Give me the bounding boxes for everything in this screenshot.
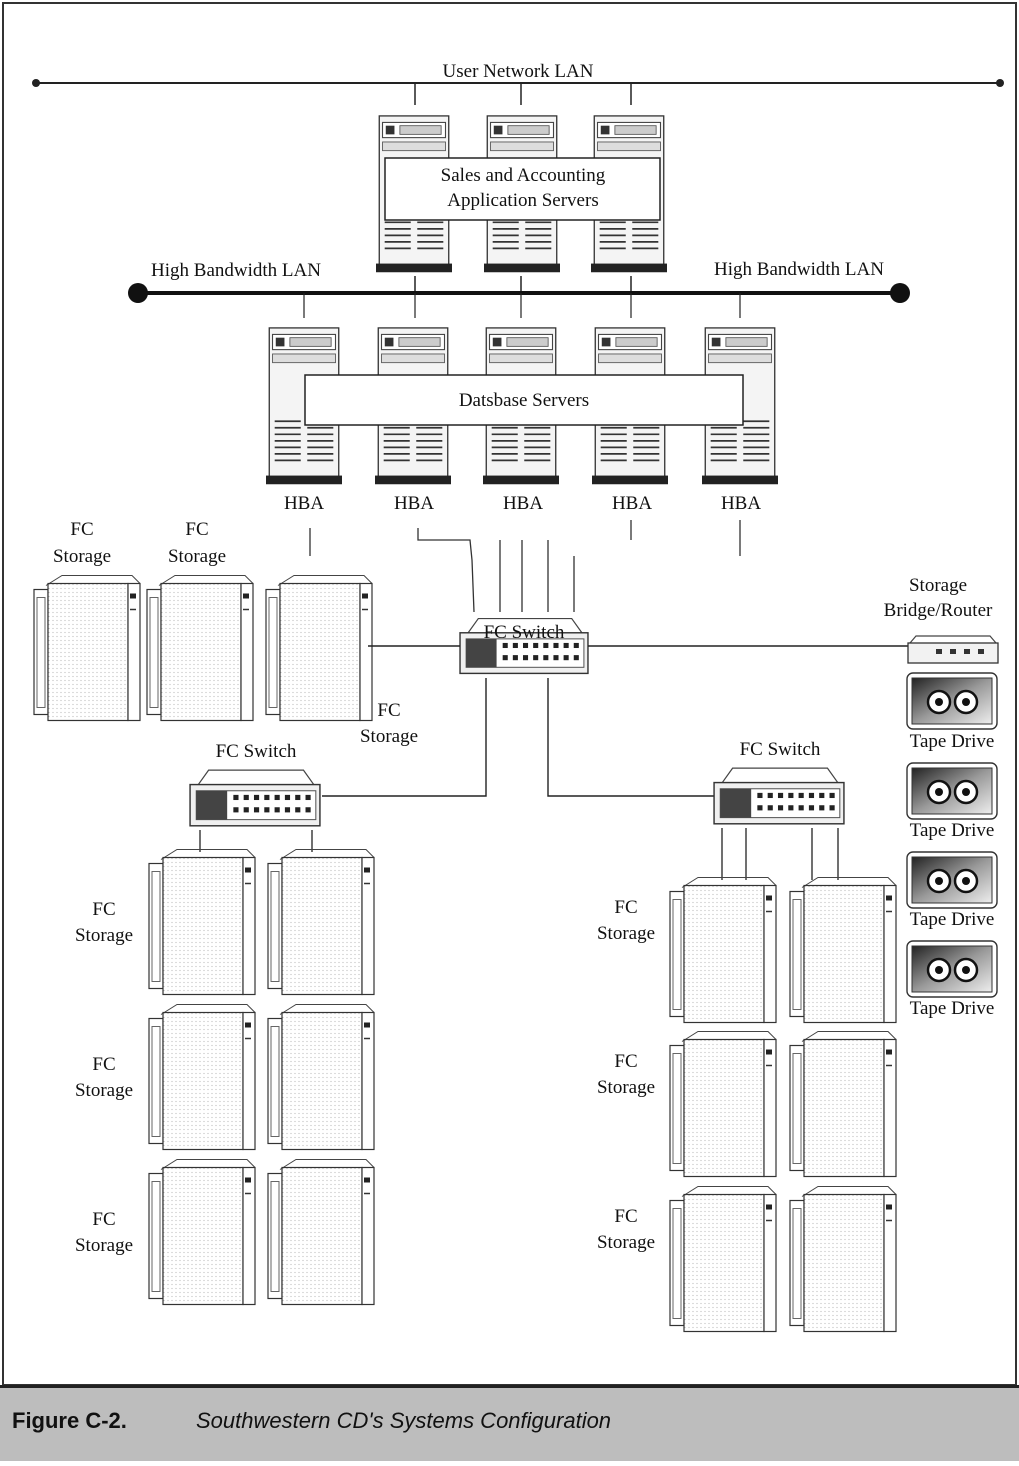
storage-right-row2-label-line1: FC: [614, 1051, 637, 1072]
storage-right-row3-label-line2: Storage: [597, 1232, 655, 1253]
hba-connections: [310, 520, 740, 612]
storage-left-6: [268, 1160, 374, 1305]
tape-drive-1-label: Tape Drive: [910, 731, 995, 752]
app-servers-label-line1: Sales and Accounting: [441, 165, 606, 186]
storage-left-4: [268, 1005, 374, 1150]
storage-left-3: [149, 1005, 255, 1150]
figure-caption-bar: Figure C-2. Southwestern CD's Systems Co…: [0, 1385, 1019, 1461]
tape-drive-2: [907, 763, 997, 819]
tape-drive-4: [907, 941, 997, 997]
left-fc-switch: [190, 770, 320, 826]
storage-right-row1-label-line1: FC: [614, 897, 637, 918]
storage-right-3: [670, 1032, 776, 1177]
high-bandwidth-lan-right-label: High Bandwidth LAN: [714, 259, 884, 280]
bridge-label-line2: Bridge/Router: [884, 600, 993, 621]
hba-label-1: HBA: [284, 493, 324, 514]
user-network-lan: User Network LAN: [32, 61, 1004, 105]
hba-label-3: HBA: [503, 493, 543, 514]
storage-top-2: [147, 576, 253, 721]
storage-left-1: [149, 850, 255, 995]
high-bandwidth-lan-left-label: High Bandwidth LAN: [151, 260, 321, 281]
storage-left-2: [268, 850, 374, 995]
storage-top-1-label-line2: Storage: [53, 546, 111, 567]
central-fc-switch-label: FC Switch: [484, 622, 565, 643]
storage-right-row2-label-line2: Storage: [597, 1077, 655, 1098]
tape-drive-4-label: Tape Drive: [910, 998, 995, 1019]
storage-left-row2-label-line1: FC: [92, 1054, 115, 1075]
database-servers: Datsbase Servers HBA HBA HBA HBA HBA: [266, 328, 778, 514]
storage-left-row1-label-line1: FC: [92, 899, 115, 920]
tape-drive-1: [907, 673, 997, 729]
link-central-to-right-switch: [548, 678, 714, 796]
hba-label-2: HBA: [394, 493, 434, 514]
tape-drive-2-label: Tape Drive: [910, 820, 995, 841]
storage-left-row3-label-line2: Storage: [75, 1235, 133, 1256]
storage-top-3: [266, 576, 372, 721]
storage-right-row3-label-line1: FC: [614, 1206, 637, 1227]
storage-top-3-label-line2: Storage: [360, 726, 418, 747]
storage-right-6: [790, 1187, 896, 1332]
application-servers: Sales and Accounting Application Servers: [376, 116, 667, 272]
hba-label-4: HBA: [612, 493, 652, 514]
left-fc-switch-label: FC Switch: [216, 741, 297, 762]
storage-left-row2-label-line2: Storage: [75, 1080, 133, 1101]
storage-right-4: [790, 1032, 896, 1177]
storage-right-5: [670, 1187, 776, 1332]
storage-top-2-label-line2: Storage: [168, 546, 226, 567]
storage-left-row1-label-line2: Storage: [75, 925, 133, 946]
figure-label: Figure C-2.: [12, 1408, 127, 1434]
storage-top-2-label-line1: FC: [185, 519, 208, 540]
storage-top-1-label-line1: FC: [70, 519, 93, 540]
storage-right-1: [670, 878, 776, 1023]
right-fc-switch-label: FC Switch: [740, 739, 821, 760]
user-lan-label: User Network LAN: [443, 61, 594, 82]
db-servers-label: Datsbase Servers: [459, 390, 589, 411]
hba-label-5: HBA: [721, 493, 761, 514]
tape-drive-3: [907, 852, 997, 908]
tape-drive-3-label: Tape Drive: [910, 909, 995, 930]
storage-bridge-router: [908, 636, 998, 663]
figure-title: Southwestern CD's Systems Configuration: [196, 1408, 611, 1434]
storage-right-row1-label-line2: Storage: [597, 923, 655, 944]
storage-left-5: [149, 1160, 255, 1305]
storage-top-3-label-line1: FC: [377, 700, 400, 721]
storage-right-2: [790, 878, 896, 1023]
right-fc-switch: [714, 768, 844, 824]
storage-top-1: [34, 576, 140, 721]
storage-left-row3-label-line1: FC: [92, 1209, 115, 1230]
bridge-label-line1: Storage: [909, 575, 967, 596]
app-servers-label-line2: Application Servers: [447, 190, 598, 211]
